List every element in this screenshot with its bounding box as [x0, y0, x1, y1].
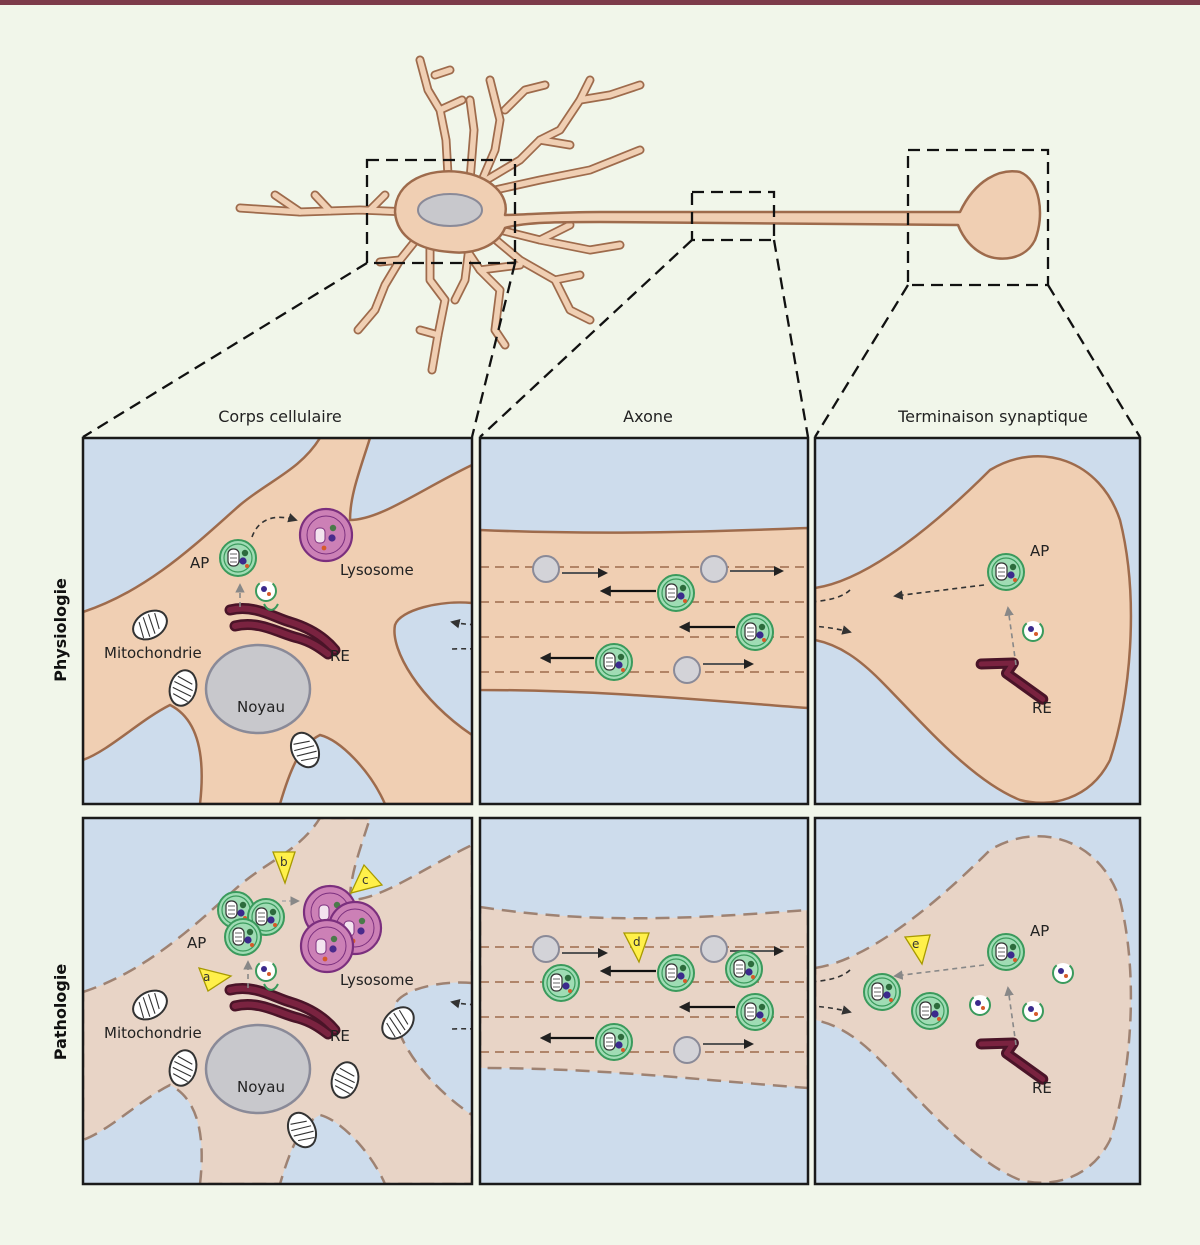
column-header-axon: Axone [623, 407, 673, 426]
label-mitochondria: Mitochondrie [104, 644, 202, 662]
row-label-pathology: Pathologie [51, 964, 70, 1061]
zoom-indicators [82, 148, 1141, 438]
marker-e: e [912, 937, 919, 951]
panel-physiology-axon [478, 436, 810, 806]
label-ap: AP [1030, 922, 1049, 940]
label-nucleus: Noyau [237, 698, 285, 716]
column-header-synapse: Terminaison synaptique [897, 407, 1088, 426]
marker-b: b [280, 855, 288, 869]
label-ap: AP [187, 934, 206, 952]
column-header-cell-body: Corps cellulaire [218, 407, 342, 426]
panel-physiology-cell-body: AP Lysosome Mitochondrie RE Noyau [81, 436, 474, 806]
panel-physiology-synapse: AP RE [813, 436, 1142, 806]
label-er: RE [1032, 699, 1052, 717]
neuron-overview [235, 55, 1042, 375]
marker-a: a [203, 970, 210, 984]
label-er: RE [330, 1027, 350, 1045]
panel-pathology-synapse: e AP RE [813, 816, 1142, 1186]
panel-pathology-axon: d [478, 816, 810, 1186]
label-nucleus: Noyau [237, 1078, 285, 1096]
label-mitochondria: Mitochondrie [104, 1024, 202, 1042]
label-ap: AP [190, 554, 209, 572]
label-er: RE [330, 647, 350, 665]
top-rule [0, 0, 1200, 5]
label-lysosome: Lysosome [340, 971, 414, 989]
label-er: RE [1032, 1079, 1052, 1097]
label-ap: AP [1030, 542, 1049, 560]
marker-c: c [362, 873, 369, 887]
row-label-physiology: Physiologie [51, 578, 70, 682]
label-lysosome: Lysosome [340, 561, 414, 579]
marker-d: d [633, 935, 641, 949]
panel-pathology-cell-body: a b c AP Lysosome Mitochondrie RE Noyau [81, 816, 474, 1186]
